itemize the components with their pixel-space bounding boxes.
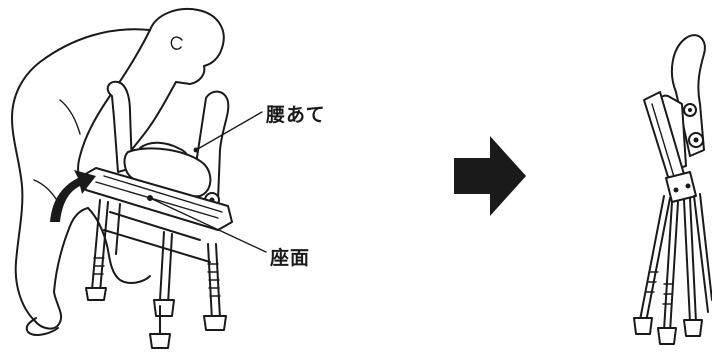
right-arrow-icon [454, 136, 526, 216]
backrest-leader-line [195, 111, 263, 151]
backrest-label: 腰あて [266, 104, 326, 126]
person-figure [11, 8, 225, 336]
seat-label: 座面 [270, 247, 311, 269]
folded-chair-right [633, 34, 712, 345]
seat-leader-line [149, 197, 267, 253]
backrest-leader-dot [193, 147, 199, 153]
curved-arrow-icon [50, 170, 96, 222]
folding-chair-left [81, 80, 233, 349]
